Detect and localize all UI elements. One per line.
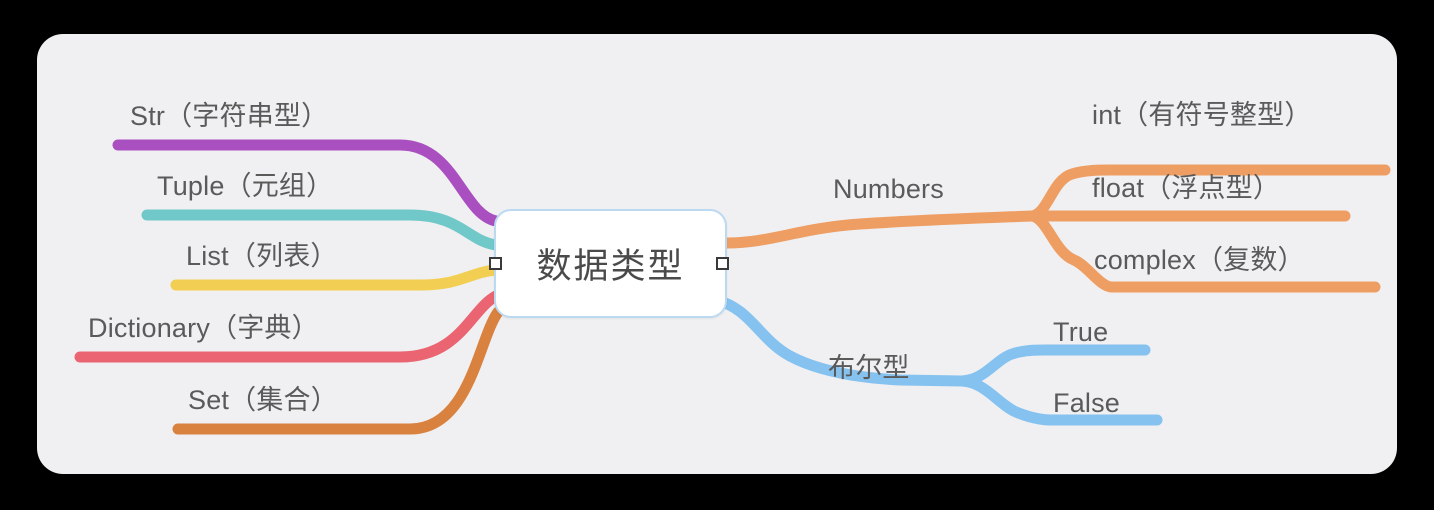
collapse-handle-left-icon[interactable] [489, 257, 502, 270]
node-label-complex[interactable]: complex（复数） [1094, 245, 1305, 275]
node-label-numbers[interactable]: Numbers [833, 174, 944, 204]
node-label-float[interactable]: float（浮点型） [1092, 173, 1281, 203]
node-label-false[interactable]: False [1053, 388, 1121, 418]
root-node[interactable]: 数据类型 [494, 209, 727, 318]
node-label-int[interactable]: int（有符号整型） [1092, 100, 1312, 130]
node-label-dictionary[interactable]: Dictionary（字典） [88, 313, 319, 343]
node-label-tuple[interactable]: Tuple（元组） [157, 171, 334, 201]
node-label-set[interactable]: Set（集合） [188, 385, 338, 415]
node-label-list[interactable]: List（列表） [186, 241, 338, 271]
node-label-true[interactable]: True [1053, 317, 1109, 347]
collapse-handle-right-icon[interactable] [716, 257, 729, 270]
root-node-label: 数据类型 [536, 247, 685, 286]
node-label-boolean[interactable]: 布尔型 [828, 353, 910, 383]
node-label-str[interactable]: Str（字符串型） [130, 101, 329, 131]
